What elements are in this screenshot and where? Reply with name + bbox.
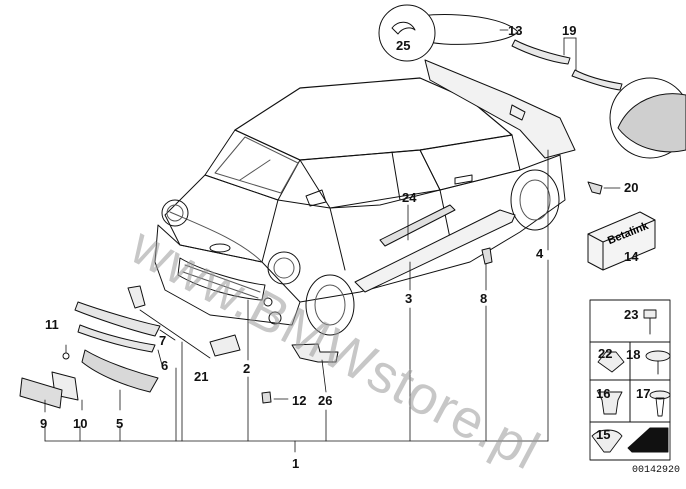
cap-15-icon (591, 429, 623, 453)
callout-15: 15 (596, 427, 611, 442)
callout-1: 1 (292, 456, 300, 471)
callout-2: 2 (243, 361, 251, 376)
callout-19: 19 (562, 23, 577, 38)
callout-6: 6 (161, 358, 169, 373)
callout-25: 25 (396, 38, 411, 53)
callout-4: 4 (536, 246, 544, 261)
arrow-icon (627, 427, 669, 453)
callout-5: 5 (116, 416, 124, 431)
part-9-cover (19, 377, 63, 409)
nut-22-icon (597, 351, 625, 373)
part-11-washer (62, 352, 70, 360)
document-number: 00142920 (631, 465, 680, 476)
callout-14: 14 (624, 249, 639, 264)
leader-lines (44, 29, 621, 453)
part-21-indicator (127, 285, 146, 309)
part-26-bracket (291, 343, 339, 363)
part-7-upper-grille (74, 301, 161, 337)
callout-17: 17 (636, 386, 651, 401)
callout-18: 18 (626, 347, 641, 362)
callout-26: 26 (318, 393, 333, 408)
callout-8: 8 (480, 291, 488, 306)
callout-16: 16 (596, 386, 611, 401)
part-20-bracket (587, 181, 603, 195)
part-13-rear-spoiler (394, 14, 519, 45)
screw-23-icon (643, 309, 657, 319)
part-19-mesh-detail (609, 77, 686, 159)
callout-7: 7 (159, 333, 167, 348)
callout-3: 3 (405, 291, 413, 306)
part-8-clip (481, 247, 493, 265)
part-25-detail-circle (378, 4, 436, 62)
callout-13: 13 (508, 23, 523, 38)
hardware-panel (589, 299, 671, 461)
part-3-side-skirt (354, 209, 516, 293)
callout-23: 23 (624, 307, 639, 322)
part-12-clip (261, 391, 272, 404)
callout-20: 20 (624, 180, 639, 195)
part-24-side-skirt-strip (379, 204, 456, 247)
part-2-fog-light-trim (209, 334, 241, 357)
callout-22: 22 (598, 346, 613, 361)
part-6-grille-trim (77, 324, 156, 353)
callout-12: 12 (292, 393, 307, 408)
rivet-18-icon (645, 350, 671, 362)
car-illustration (154, 77, 566, 336)
callout-21: 21 (194, 369, 209, 384)
callout-11: 11 (45, 317, 59, 332)
part-5-lower-grille (81, 349, 159, 393)
part-4-rear-bumper (424, 59, 576, 159)
part-19-trim-strips (511, 39, 623, 91)
callout-24: 24 (402, 190, 417, 205)
pin-17-icon (649, 390, 671, 400)
callout-10: 10 (73, 416, 88, 431)
part-14-betalink-box (587, 211, 656, 271)
clip-16-icon (597, 391, 623, 415)
callout-9: 9 (40, 416, 48, 431)
